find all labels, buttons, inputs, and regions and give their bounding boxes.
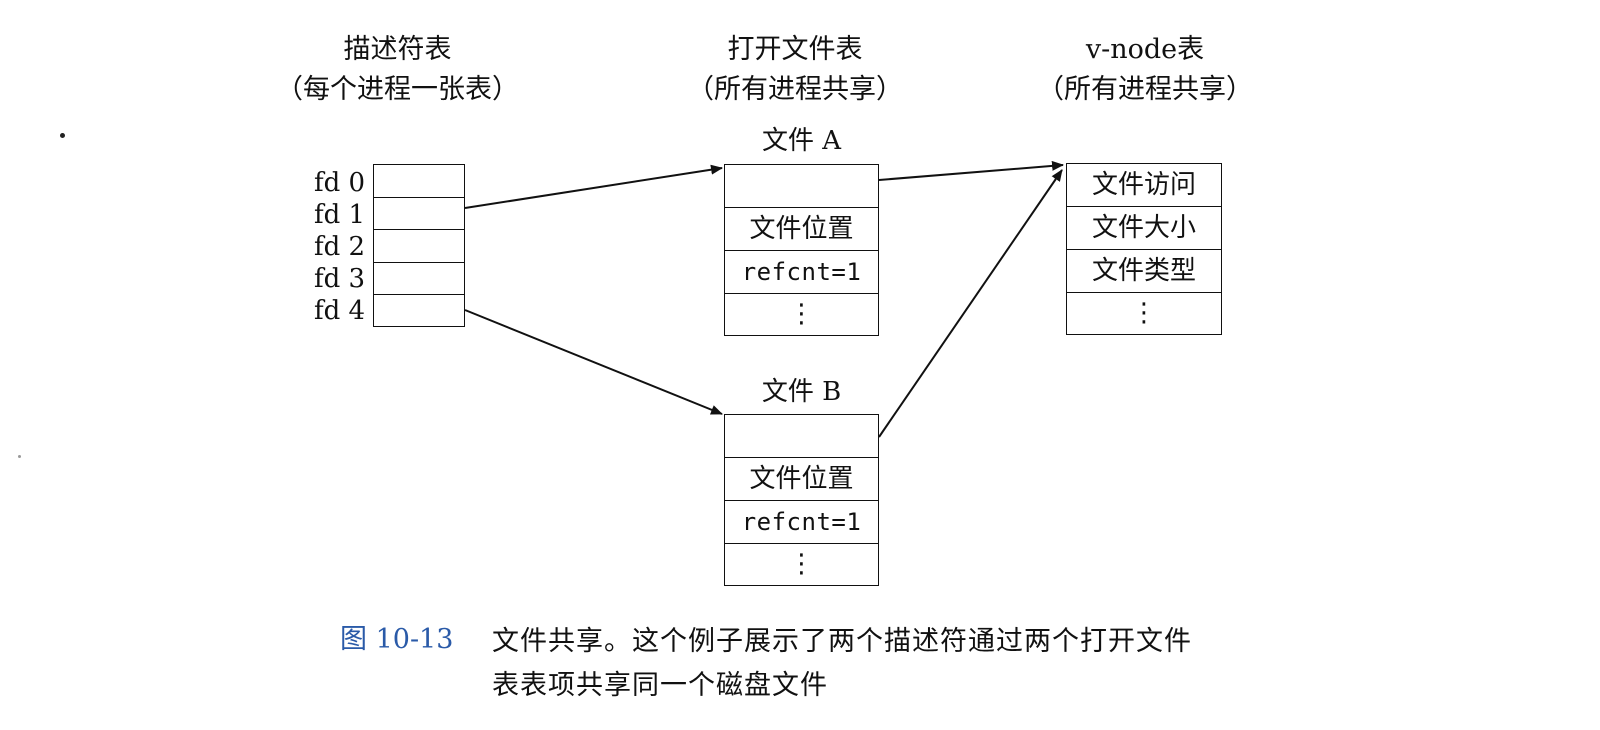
file-b-title: 文件 B	[761, 377, 842, 407]
vnode-ellipsis-cell: ⋮	[1131, 298, 1157, 328]
vnode-size-cell: 文件大小	[1067, 207, 1221, 250]
figure-caption: 文件共享。这个例子展示了两个描述符通过两个打开文件表表项共享同一个磁盘文件	[492, 626, 1192, 701]
figure-number: 图 10-13	[340, 624, 454, 655]
descriptor-table	[373, 164, 465, 327]
fd-label-2: fd 2	[314, 232, 366, 262]
fd-label-3: fd 3	[314, 264, 366, 294]
vnode-table-heading: v-node表 （所有进程共享）	[1020, 30, 1270, 110]
descriptor-table-heading: 描述符表 （每个进程一张表）	[265, 30, 530, 110]
file-a-ellipsis-cell: ⋮	[788, 299, 815, 329]
descriptor-slot-3	[374, 263, 464, 295]
descriptor-slot-2	[374, 230, 464, 263]
file-a-header-cell	[725, 165, 878, 208]
vnode-table-title: v-node表	[1085, 34, 1205, 65]
arrow-file-b-to-vnode	[878, 169, 1063, 438]
scan-speck	[18, 455, 21, 458]
vnode-access-cell: 文件访问	[1067, 164, 1221, 207]
file-b-position-cell: 文件位置	[725, 458, 878, 501]
descriptor-slot-0	[374, 165, 464, 198]
descriptor-table-subtitle: （每个进程一张表）	[276, 74, 519, 105]
file-a-title: 文件 A	[761, 126, 842, 156]
vnode-table-subtitle: （所有进程共享）	[1037, 74, 1253, 105]
file-b-refcnt-cell: refcnt=1	[725, 501, 878, 544]
file-a-entry: 文件位置 refcnt=1 ⋮	[724, 164, 879, 336]
file-b-entry: 文件位置 refcnt=1 ⋮	[724, 414, 879, 586]
arrow-fd4-to-file-b	[464, 309, 723, 415]
vnode-entry: 文件访问 文件大小 文件类型 ⋮	[1066, 163, 1222, 335]
open-file-table-heading: 打开文件表 （所有进程共享）	[670, 30, 920, 110]
open-file-table-subtitle: （所有进程共享）	[687, 74, 903, 105]
file-a-refcnt-cell: refcnt=1	[725, 251, 878, 294]
open-file-table-title: 打开文件表	[727, 34, 863, 65]
vnode-type-cell: 文件类型	[1067, 250, 1221, 293]
file-a-position-cell: 文件位置	[725, 208, 878, 251]
arrow-fd1-to-file-a	[464, 164, 723, 209]
scan-speck	[60, 133, 65, 138]
fd-label-0: fd 0	[314, 168, 366, 198]
file-b-ellipsis-cell: ⋮	[788, 549, 815, 579]
file-b-header-cell	[725, 415, 878, 458]
arrow-file-a-to-vnode	[878, 160, 1064, 181]
fd-label-1: fd 1	[314, 200, 366, 230]
descriptor-table-title: 描述符表	[343, 34, 452, 65]
descriptor-slot-1	[374, 198, 464, 230]
fd-label-4: fd 4	[314, 296, 366, 326]
